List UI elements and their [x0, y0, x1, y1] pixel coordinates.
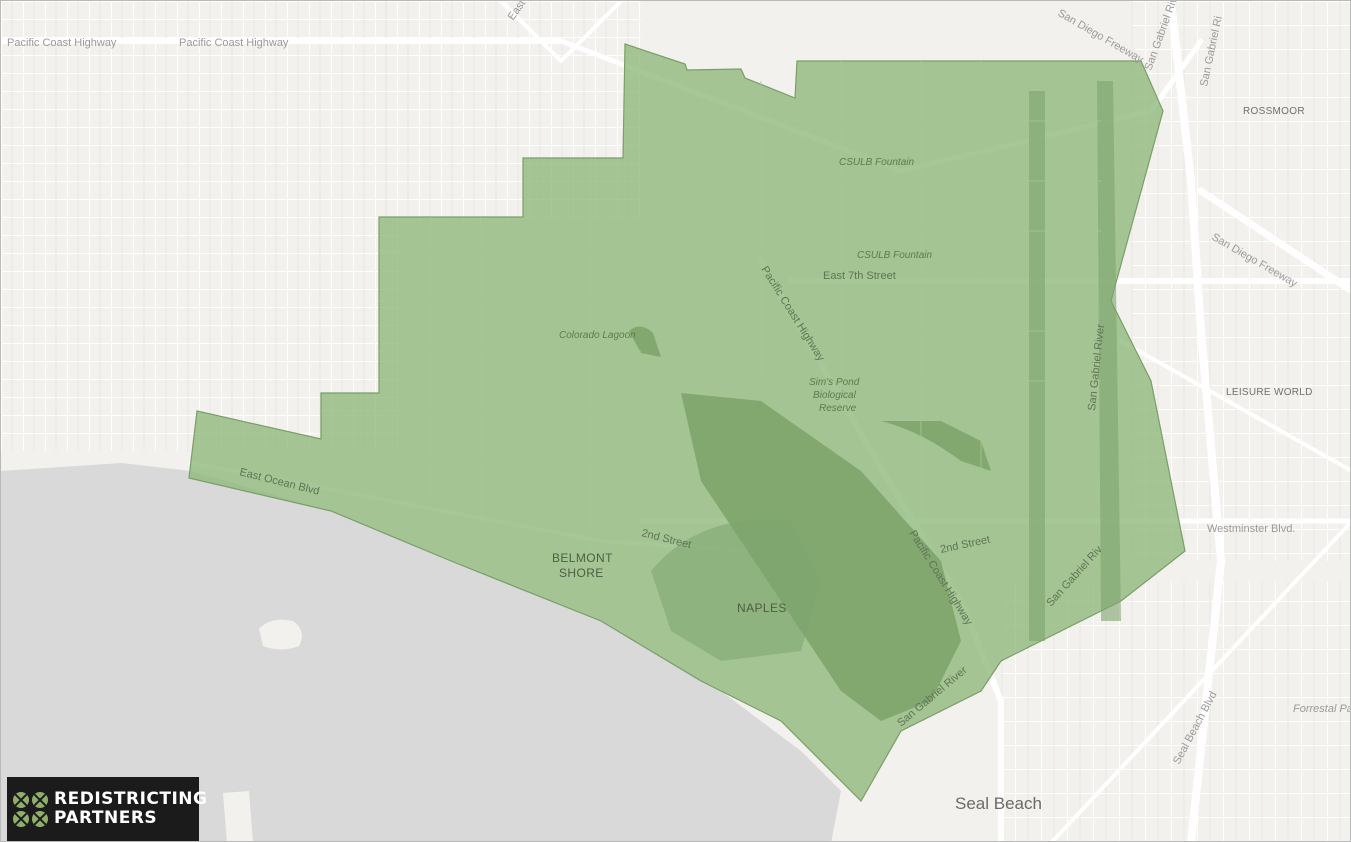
ball-icon [13, 810, 29, 827]
road-label-westminster: Westminster Blvd. [1207, 523, 1295, 535]
logo-line-1: REDISTRICTING [54, 789, 208, 809]
poi-label-colorado-lagoon: Colorado Lagoon [559, 330, 636, 341]
poi-label-csulb-fountain-1: CSULB Fountain [839, 157, 914, 168]
road-label-east-7th: East 7th Street [823, 270, 896, 282]
poi-label-sims-pond-1: Sim's Pond [809, 377, 860, 388]
island [259, 619, 302, 650]
place-label-seal-beach: Seal Beach [955, 794, 1042, 813]
pier-piece [223, 791, 253, 841]
street-grid-west [1, 1, 401, 451]
ball-icon [32, 810, 48, 827]
ocean-water [1, 463, 841, 841]
place-label-rossmoor: ROSSMOOR [1243, 106, 1305, 117]
road-label-pch-left-1: Pacific Coast Highway [7, 37, 117, 49]
logo-ball-icons [13, 791, 48, 827]
ball-icon [13, 791, 29, 808]
logo-line-2: PARTNERS [54, 808, 158, 828]
road-label-pch-left-2: Pacific Coast Highway [179, 37, 289, 49]
place-label-leisure-world: LEISURE WORLD [1226, 387, 1313, 398]
place-label-naples: NAPLES [737, 601, 787, 615]
place-label-shore: SHORE [559, 566, 604, 580]
poi-label-sims-pond-3: Reserve [819, 403, 857, 414]
district-streets [321, 61, 1101, 581]
place-label-forrestal: Forrestal Pa [1293, 703, 1351, 715]
place-label-belmont: BELMONT [552, 551, 613, 565]
ball-icon [32, 791, 48, 808]
district-water [629, 81, 1121, 721]
logo-wordmark: REDISTRICTING PARTNERS [54, 790, 207, 828]
redistricting-partners-logo: REDISTRICTING PARTNERS [7, 777, 207, 841]
poi-label-csulb-fountain-2: CSULB Fountain [857, 250, 932, 261]
poi-label-sims-pond-2: Biological [813, 390, 857, 401]
